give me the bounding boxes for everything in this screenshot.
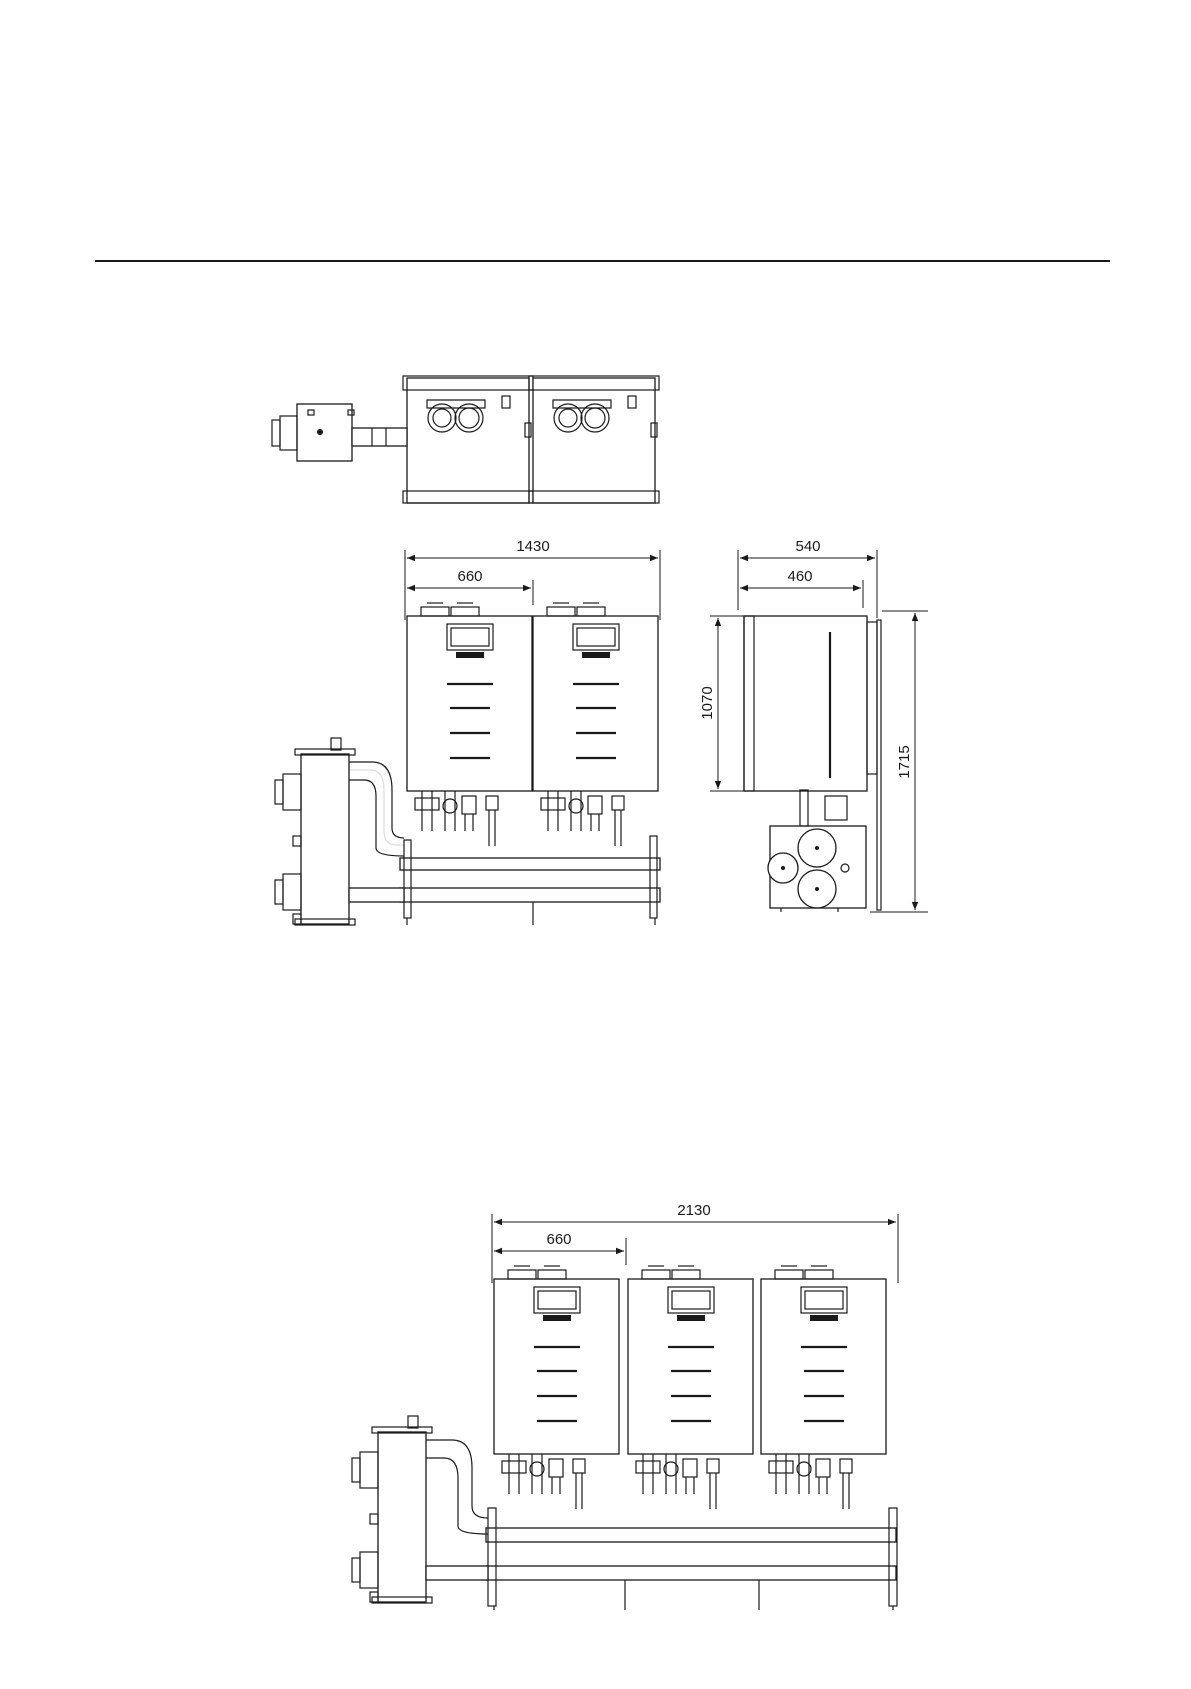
side-view-casing — [744, 616, 867, 791]
front-view-two-units — [275, 603, 660, 925]
top-view-unit-right — [529, 376, 659, 503]
dim-1070-label: 1070 — [699, 686, 716, 719]
front-3-unit-1 — [494, 1266, 619, 1509]
front-separator — [275, 738, 355, 925]
front-unit-left — [407, 603, 532, 846]
top-view-pipe — [352, 428, 407, 446]
dim-660-label-3unit: 660 — [546, 1231, 571, 1248]
dim-1430-label: 1430 — [516, 538, 549, 555]
front-3-separator — [352, 1416, 432, 1603]
dim-660-label: 660 — [457, 568, 482, 585]
dimensions-three-unit: 2130 660 — [492, 1202, 898, 1283]
dim-540-label: 540 — [795, 538, 820, 555]
side-view-drawing — [744, 616, 881, 912]
front-view-three-units — [352, 1266, 897, 1610]
top-view-unit-left — [403, 376, 533, 503]
dimensions-two-unit: 1430 660 — [405, 538, 660, 620]
front-3-unit-3 — [761, 1266, 886, 1509]
dim-1715-label: 1715 — [896, 745, 913, 778]
dim-2130-label: 2130 — [677, 1202, 710, 1219]
front-unit-right — [533, 603, 658, 846]
front-3-unit-2 — [628, 1266, 753, 1509]
top-view-drawing — [272, 376, 659, 503]
dim-460-label: 460 — [787, 568, 812, 585]
top-view-header-box — [297, 404, 352, 461]
